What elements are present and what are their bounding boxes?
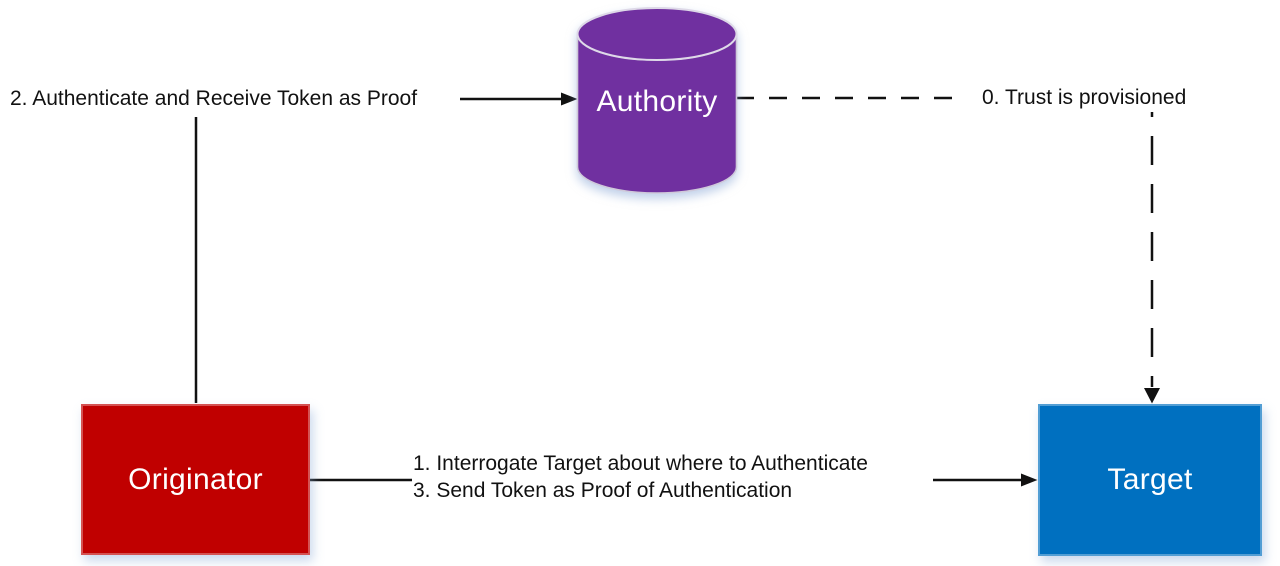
edge-label-trust-provisioned: 0. Trust is provisioned — [982, 86, 1187, 109]
node-target-label: Target — [1107, 463, 1193, 496]
edge-authenticate-arrow — [460, 92, 578, 106]
arrowhead-right-icon — [1021, 473, 1038, 487]
node-originator-label: Originator — [128, 462, 263, 496]
cylinder-shape — [576, 7, 738, 194]
edge-label-interrogate-line2: 3. Send Token as Proof of Authentication — [413, 479, 793, 502]
edge-label-authenticate: 2. Authenticate and Receive Token as Pro… — [10, 87, 418, 110]
edge-interrogate-arrow — [310, 473, 1038, 487]
cylinder-top — [576, 7, 738, 61]
arrowhead-right-icon — [561, 92, 578, 106]
node-authority: Authority — [576, 6, 738, 198]
edge-label-interrogate-line1: 1. Interrogate Target about where to Aut… — [413, 452, 868, 475]
node-authority-label: Authority — [596, 85, 718, 118]
arrowhead-down-icon — [1144, 388, 1160, 404]
node-originator: Originator — [81, 404, 310, 555]
node-target: Target — [1038, 404, 1262, 556]
edge-label-interrogate-send: 1. Interrogate Target about where to Aut… — [413, 450, 868, 504]
edge-trust-dashed-arrow — [736, 96, 1160, 404]
